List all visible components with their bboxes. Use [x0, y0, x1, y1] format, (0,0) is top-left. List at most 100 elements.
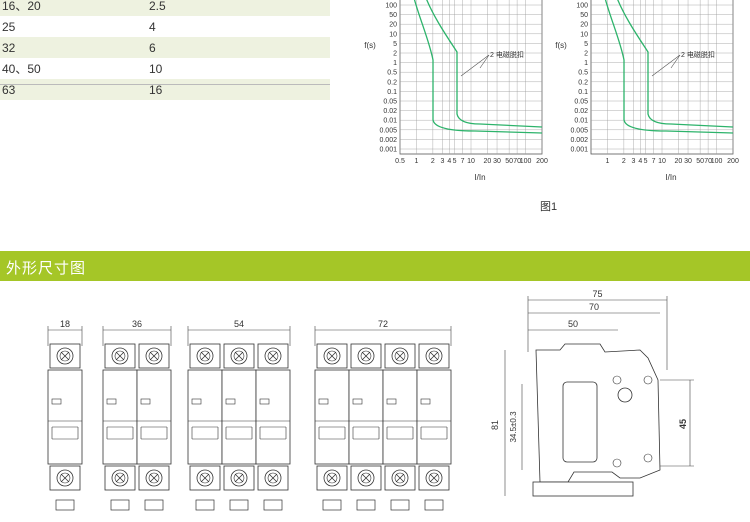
x-tick-label: 50 [505, 158, 513, 165]
screw-inner [114, 472, 126, 484]
screw-inner [360, 350, 372, 362]
x-tick-label: 2 [431, 158, 435, 165]
x-tick-label: 7 [652, 158, 656, 165]
width-dimension-label: 18 [60, 319, 70, 329]
screw-slot [149, 473, 159, 483]
din-clip [322, 499, 342, 511]
x-tick-label: 200 [536, 158, 548, 165]
y-tick-label: 2 [393, 51, 397, 58]
x-tick-label: 70 [513, 158, 521, 165]
pole-body [47, 369, 83, 465]
side-knob [617, 387, 633, 403]
screw-slot [115, 473, 125, 483]
din-clip [144, 499, 164, 511]
screw-slot [149, 351, 159, 361]
y-tick-label: 0.5 [578, 70, 588, 77]
screw-slot [361, 473, 371, 483]
breaker-front-view: 54 [187, 319, 291, 511]
annotation-leader [670, 54, 681, 69]
pole-body [102, 369, 138, 465]
indicator-window [106, 398, 117, 405]
screw-slot [268, 351, 278, 361]
pole-body [187, 369, 223, 465]
screw-slot [200, 473, 210, 483]
screw-inner [428, 472, 440, 484]
x-tick-label: 3 [441, 158, 445, 165]
y-tick-label: 0.05 [574, 99, 588, 106]
pole-body [348, 369, 384, 465]
side-window [562, 381, 598, 463]
screw-inner [233, 350, 245, 362]
x-tick-label: 20 [484, 158, 492, 165]
x-tick-label: 3 [632, 158, 636, 165]
y-tick-label: 0.02 [574, 108, 588, 115]
screw-slot [429, 351, 439, 361]
screw-slot [115, 351, 125, 361]
width-dimension-label: 36 [132, 319, 142, 329]
din-clip [390, 499, 410, 511]
rated-current-cell: 40、50 [2, 62, 41, 76]
breaker-front-view: 72 [314, 319, 452, 511]
y-tick-label: 50 [580, 12, 588, 19]
y-tick-label: 0.1 [387, 89, 397, 96]
side-screw-icon [643, 453, 653, 463]
x-tick-label: 30 [684, 158, 692, 165]
trip-curve-lower [413, 0, 543, 134]
indicator-window [51, 398, 62, 405]
side-top-dimension-label: 50 [568, 319, 578, 329]
y-tick-label: 0.05 [383, 99, 397, 106]
screw-slot [234, 351, 244, 361]
y-axis-label: f(s) [364, 41, 376, 50]
section-title: 外形尺寸图 [6, 260, 87, 277]
indicator-window [225, 398, 236, 405]
screw-inner [199, 472, 211, 484]
y-tick-label: 0.002 [379, 137, 397, 144]
y-tick-label: 0.5 [387, 70, 397, 77]
y-tick-label: 20 [580, 22, 588, 29]
x-tick-label: 4 [447, 158, 451, 165]
y-tick-label: 10 [580, 31, 588, 38]
screw-slot [395, 473, 405, 483]
annotation-leader [460, 54, 490, 77]
din-rail-profile [532, 481, 634, 497]
indicator-window [352, 398, 363, 405]
pole-body [382, 369, 418, 465]
table-bottom-line [0, 84, 330, 85]
screw-inner [148, 350, 160, 362]
indicator-window [191, 398, 202, 405]
y-tick-label: 0.001 [570, 147, 588, 154]
y-tick-label: 0.2 [387, 79, 397, 86]
rated-current-cell: 32 [2, 40, 16, 55]
din-clip [229, 499, 249, 511]
screw-inner [326, 350, 338, 362]
x-tick-label: 50 [696, 158, 704, 165]
side-screw-icon [612, 458, 622, 468]
y-tick-label: 0.005 [570, 127, 588, 134]
annotation-label: 2 电磁脱扣 [681, 50, 715, 59]
width-dimension-label: 72 [378, 319, 388, 329]
din-clip [263, 499, 283, 511]
breaker-front-view: 18 [47, 319, 83, 511]
screw-inner [267, 472, 279, 484]
x-tick-label: 2 [622, 158, 626, 165]
wire-section-cell: 2.5 [149, 0, 166, 13]
screw-slot [268, 473, 278, 483]
x-tick-label: 1 [605, 158, 609, 165]
y-tick-label: 0.01 [383, 118, 397, 125]
y-tick-label: 100 [385, 3, 397, 10]
din-clip [356, 499, 376, 511]
side-top-dimension-label: 70 [589, 302, 599, 312]
y-tick-label: 5 [393, 41, 397, 48]
trip-curve-upper [426, 0, 543, 128]
screw-inner [59, 472, 71, 484]
y-tick-label: 0.002 [570, 137, 588, 144]
screw-slot [200, 351, 210, 361]
screw-slot [429, 473, 439, 483]
x-tick-label: 10 [467, 158, 475, 165]
pole-body [314, 369, 350, 465]
x-tick-label: 1 [414, 158, 418, 165]
rated-current-cell: 63 [2, 82, 16, 97]
rated-current-cell: 25 [2, 19, 16, 34]
